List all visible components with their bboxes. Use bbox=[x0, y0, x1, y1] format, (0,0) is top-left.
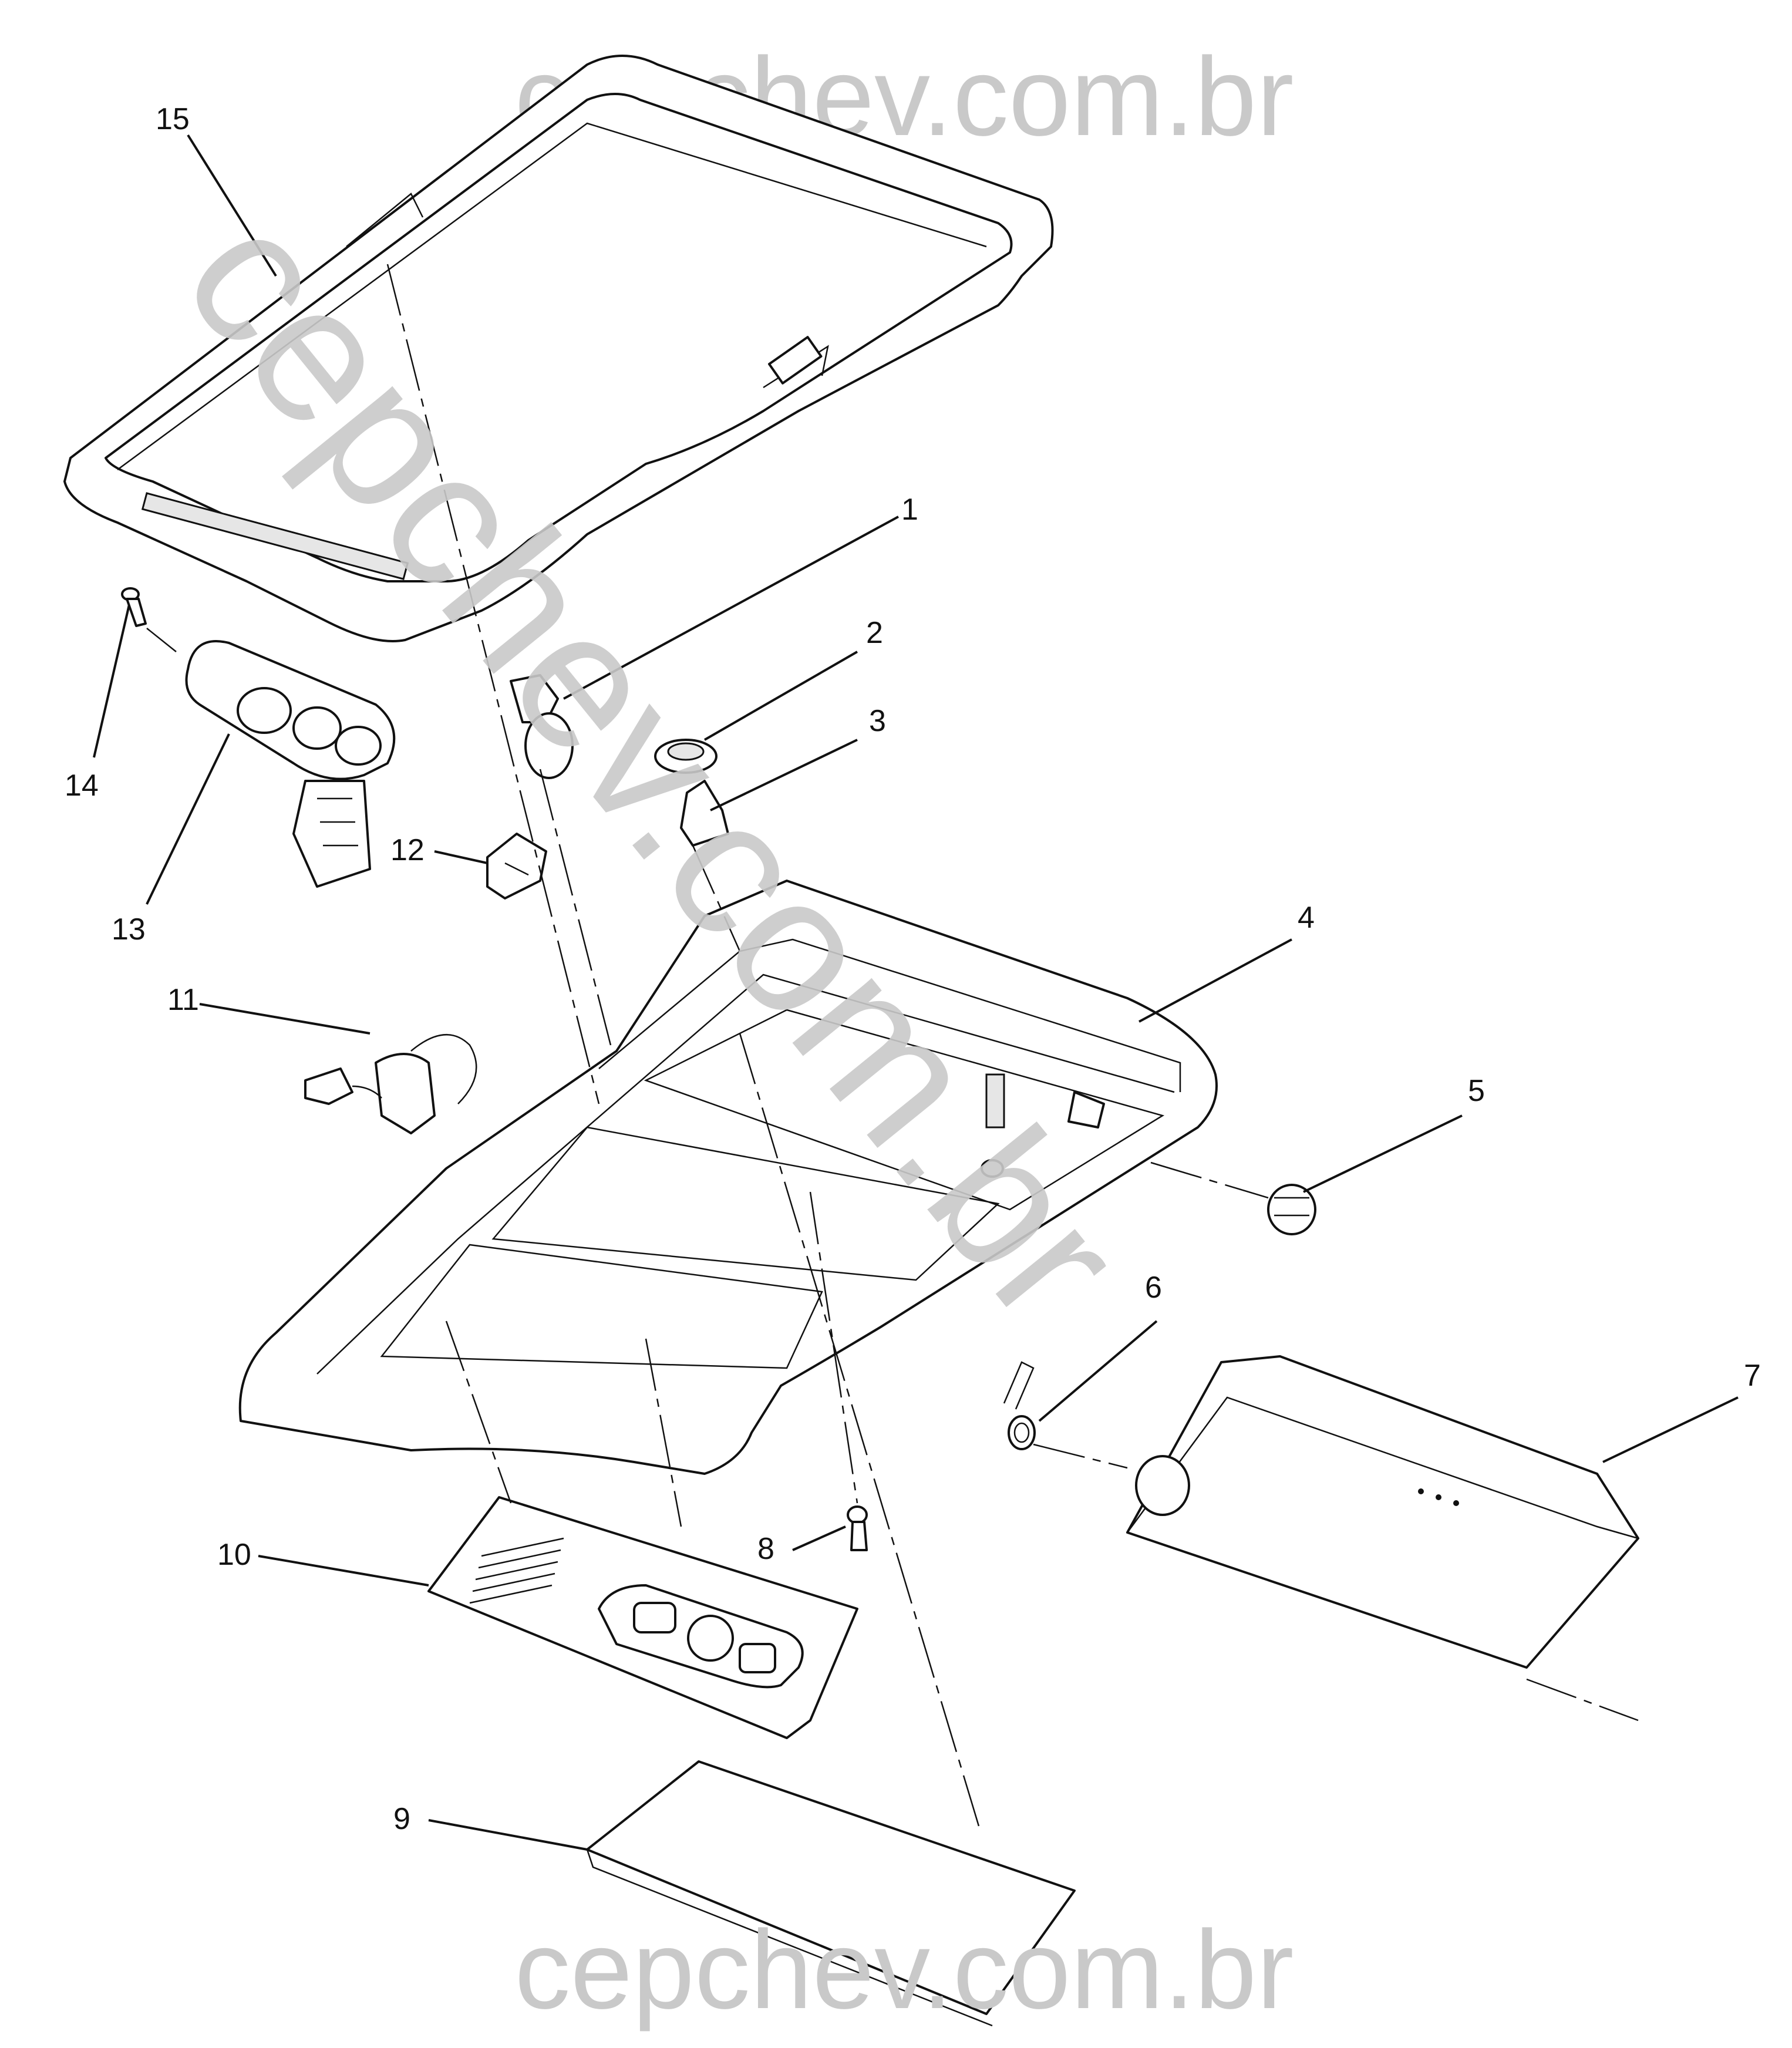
part-2-grommet bbox=[654, 739, 718, 774]
leader-lines bbox=[93, 134, 1739, 1851]
part-14-screw bbox=[121, 587, 147, 627]
callout-12: 12 bbox=[390, 833, 425, 867]
part-10-switch-bezel bbox=[427, 1496, 858, 1739]
part-1-bulb bbox=[510, 674, 574, 779]
part-6-spring bbox=[1003, 1361, 1036, 1450]
callout-2: 2 bbox=[866, 616, 883, 650]
part-5-retainer bbox=[1267, 1184, 1316, 1235]
watermark-bottom: cepchev.com.br bbox=[514, 1908, 1294, 2032]
callout-14: 14 bbox=[65, 769, 99, 803]
callout-13: 13 bbox=[112, 912, 146, 946]
part-11-connector bbox=[304, 1034, 477, 1134]
callout-7: 7 bbox=[1744, 1359, 1761, 1393]
callout-9: 9 bbox=[393, 1802, 410, 1836]
callout-10: 10 bbox=[217, 1538, 251, 1572]
part-13-lamp-housing bbox=[185, 640, 396, 888]
callout-1: 1 bbox=[901, 493, 918, 527]
part-3-bracket bbox=[680, 780, 729, 847]
callout-4: 4 bbox=[1298, 901, 1315, 935]
callout-8: 8 bbox=[757, 1532, 774, 1566]
part-7-storage-door bbox=[1126, 1355, 1639, 1669]
callout-6: 6 bbox=[1145, 1271, 1162, 1305]
callout-11: 11 bbox=[167, 983, 199, 1017]
speaker-grille bbox=[469, 1537, 564, 1604]
callout-15: 15 bbox=[156, 102, 190, 136]
part-9-lens-cover bbox=[586, 1760, 1076, 2027]
part-12-clip bbox=[486, 833, 547, 900]
callouts: 1 2 3 4 5 6 7 8 9 10 11 12 13 14 15 bbox=[65, 102, 1761, 1836]
assembly-lines bbox=[146, 264, 1639, 1833]
part-8-screw bbox=[847, 1505, 868, 1551]
callout-3: 3 bbox=[869, 704, 886, 738]
part-15-frame bbox=[63, 55, 1054, 642]
callout-5: 5 bbox=[1468, 1074, 1485, 1108]
